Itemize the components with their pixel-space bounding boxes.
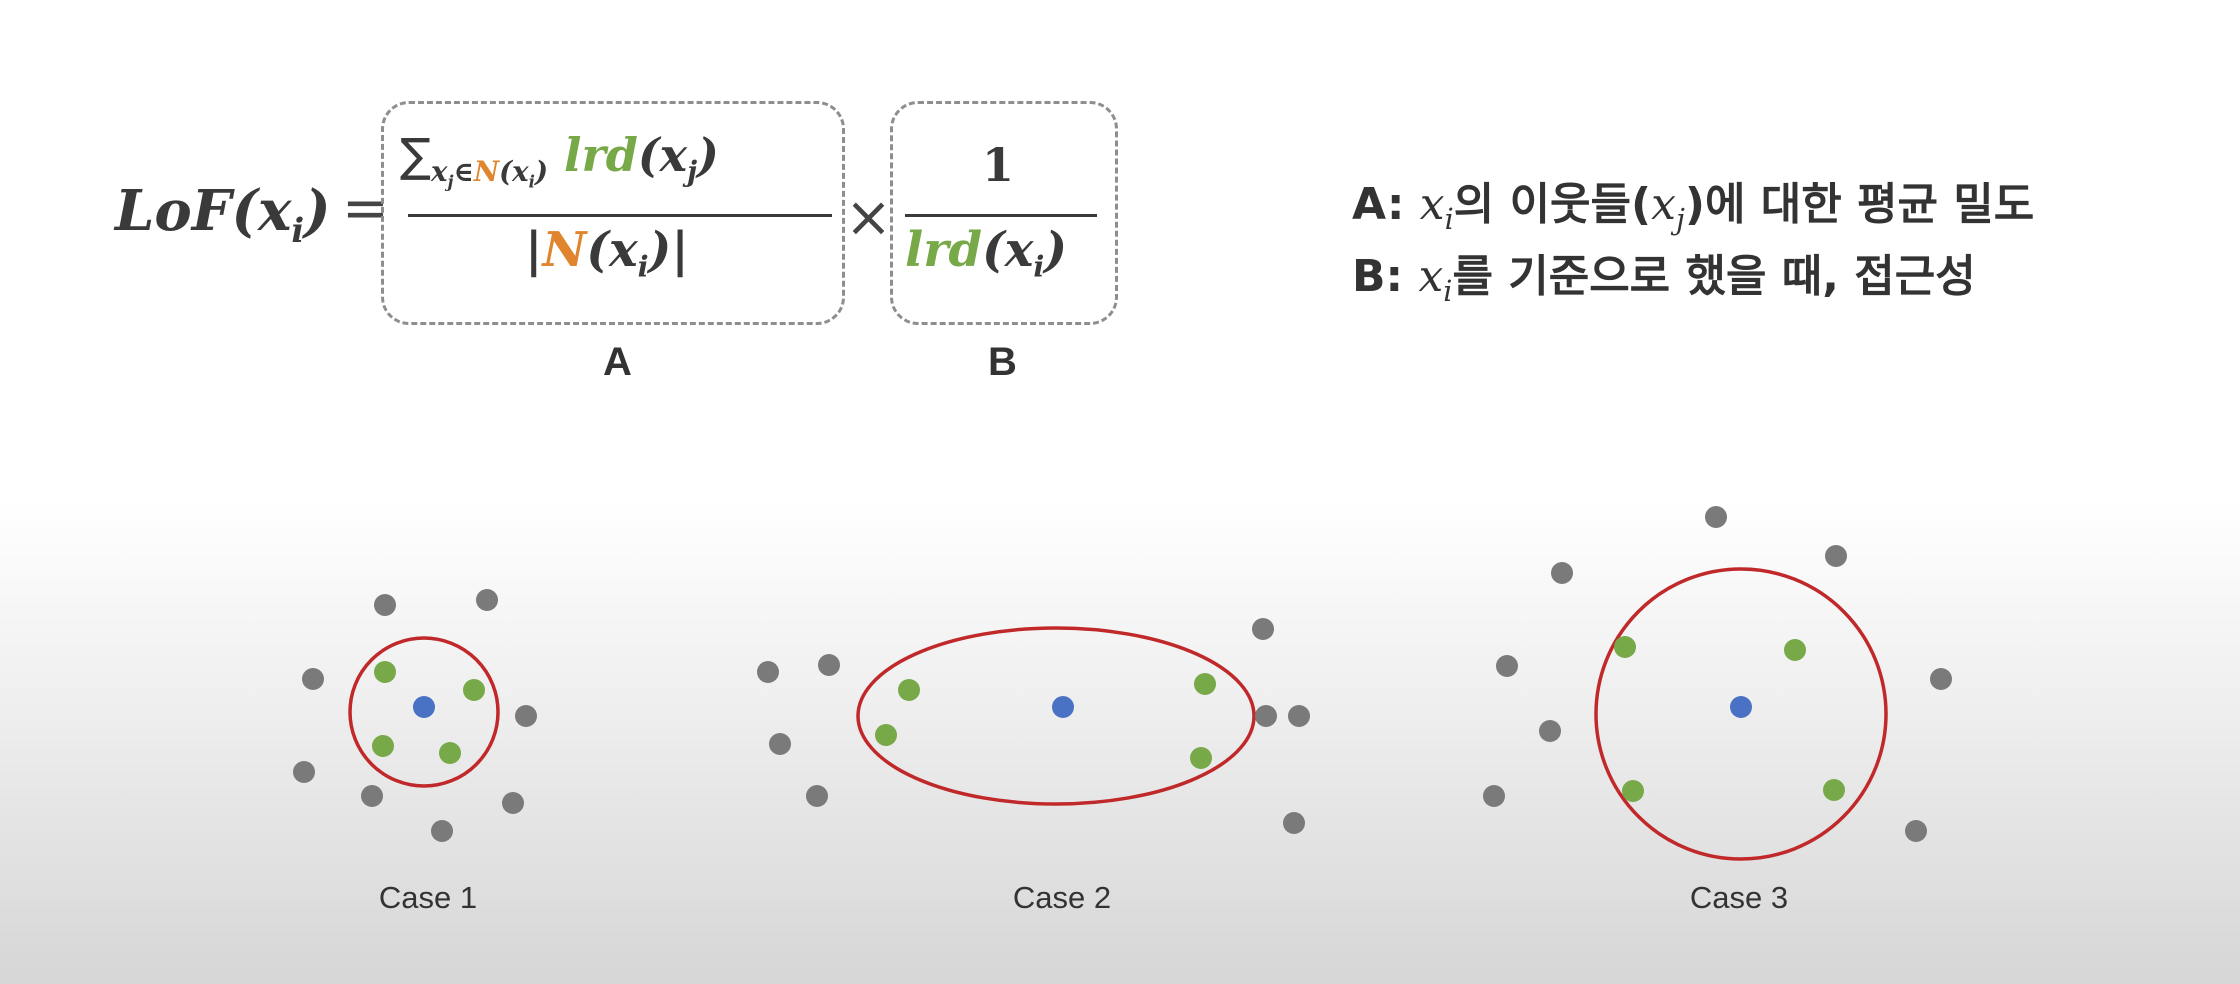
case-1-center-point: [413, 696, 435, 718]
case-1-other-point: [302, 668, 324, 690]
term-a-box: [381, 101, 845, 325]
case-1-other-point: [293, 761, 315, 783]
case-3-other-point: [1705, 506, 1727, 528]
term-b-numerator: 1: [982, 138, 1015, 192]
case-1-other-point: [361, 785, 383, 807]
case-2-diagram: Case 2: [757, 618, 1310, 915]
term-a-numerator: ∑xj∈N(xi) lrd(xj): [400, 128, 719, 192]
case-3-neighbor-point: [1614, 636, 1636, 658]
case-3-diagram: Case 3: [1483, 506, 1952, 915]
case-1-neighbor-point: [463, 679, 485, 701]
case-1-other-point: [502, 792, 524, 814]
description-b: B: xi를 기준으로 했을 때, 접근성: [1352, 251, 1976, 308]
case-3-neighbor-point: [1823, 779, 1845, 801]
case-1-other-point: [431, 820, 453, 842]
case-2-other-point: [806, 785, 828, 807]
case-2-neighbor-point: [1194, 673, 1216, 695]
case-2-other-point: [1283, 812, 1305, 834]
term-b-denominator: lrd(xi): [905, 222, 1068, 284]
case-1-neighbor-point: [372, 735, 394, 757]
case-3-other-point: [1905, 820, 1927, 842]
description-a: A: xi의 이웃들(xj)에 대한 평균 밀도: [1352, 179, 2035, 236]
term-a-fraction-line: [408, 214, 832, 217]
case-2-center-point: [1052, 696, 1074, 718]
term-a-label: A: [603, 340, 632, 384]
case-2-other-point: [818, 654, 840, 676]
case-2-neighbor-point: [898, 679, 920, 701]
case-1-diagram: Case 1: [293, 589, 537, 915]
case-2-neighbor-point: [1190, 747, 1212, 769]
case-3-other-point: [1825, 545, 1847, 567]
times-sign: ×: [845, 185, 892, 250]
case-2-boundary-ellipse: [856, 626, 1256, 806]
case-3-other-point: [1483, 785, 1505, 807]
case-1-neighbor-point: [439, 742, 461, 764]
case-1-other-point: [515, 705, 537, 727]
case-1-neighbor-point: [374, 661, 396, 683]
case-3-center-point: [1730, 696, 1752, 718]
case-3-boundary-circle: [1594, 567, 1888, 861]
case-1-boundary-circle: [348, 636, 500, 788]
term-a-denominator: |N(xi)|: [525, 222, 689, 284]
case-2-other-point: [1288, 705, 1310, 727]
case-3-other-point: [1930, 668, 1952, 690]
case-2-other-point: [1252, 618, 1274, 640]
case-3-other-point: [1496, 655, 1518, 677]
case-2-neighbor-point: [875, 724, 897, 746]
case-3-neighbor-point: [1784, 639, 1806, 661]
formula-lhs: LoF(xi): [115, 178, 331, 251]
case-3-neighbor-point: [1622, 780, 1644, 802]
term-b-label: B: [988, 340, 1017, 384]
case-2-other-point: [757, 661, 779, 683]
term-b-fraction-line: [905, 214, 1097, 217]
case-2-other-point: [769, 733, 791, 755]
case-1-label: Case 1: [379, 880, 477, 915]
case-2-other-point: [1255, 705, 1277, 727]
case-3-label: Case 3: [1690, 880, 1788, 915]
case-2-label: Case 2: [1013, 880, 1111, 915]
lof-formula: LoF(xi) = ∑xj∈N(xi) lrd(xj) |N(xi)| × 1 …: [0, 0, 1200, 420]
case-3-other-point: [1539, 720, 1561, 742]
term-b-box: [890, 101, 1118, 325]
case-1-other-point: [476, 589, 498, 611]
case-1-other-point: [374, 594, 396, 616]
case-3-other-point: [1551, 562, 1573, 584]
